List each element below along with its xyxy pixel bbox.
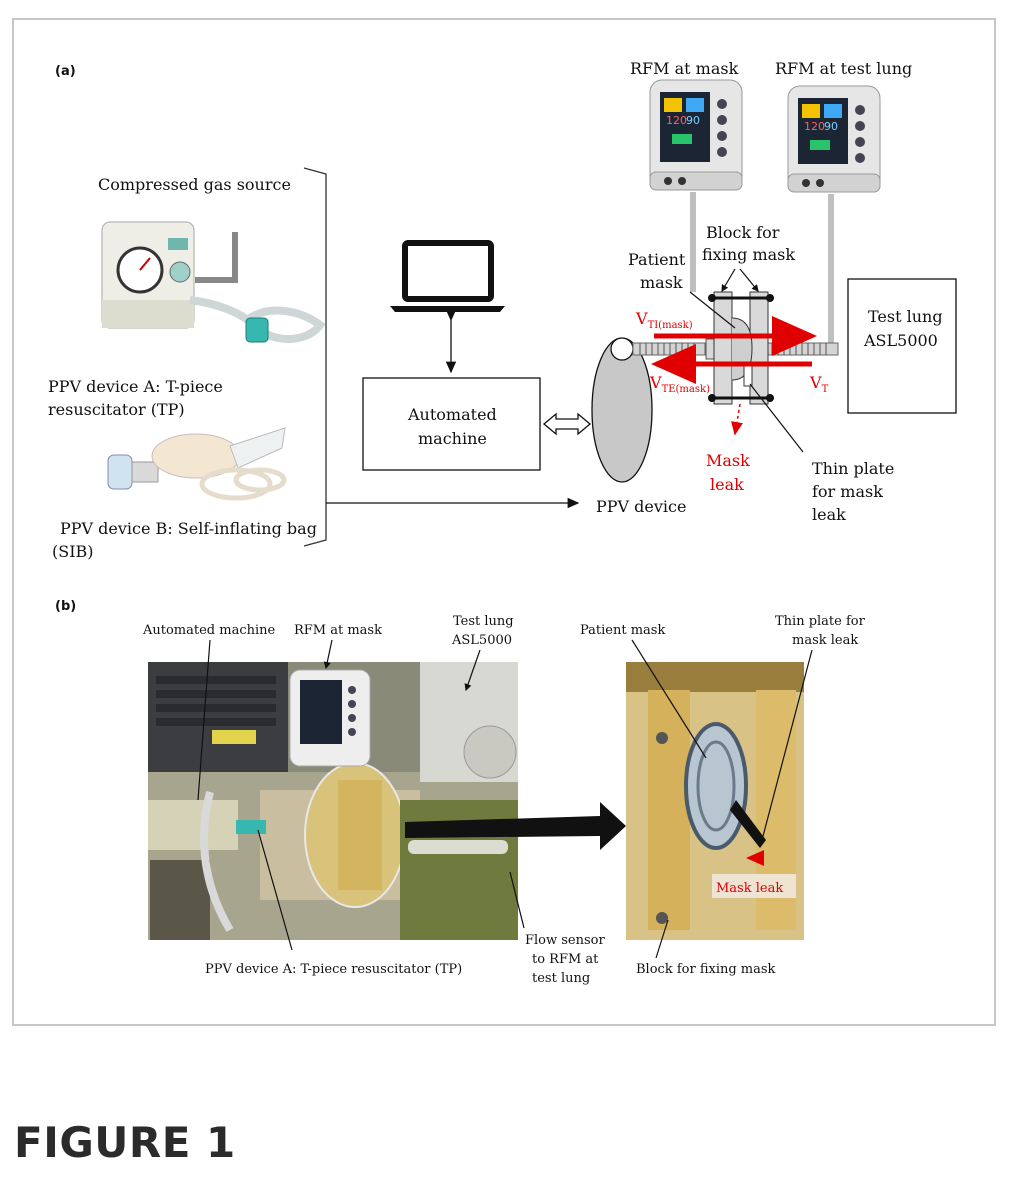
device-a-label-line2: resuscitator (TP) — [48, 400, 185, 419]
pointer-patient-mask — [631, 639, 707, 759]
rfm-mask-monitor: 120 90 — [649, 79, 743, 191]
vte-label: VTE(mask) — [649, 373, 710, 395]
pointer-rfm — [323, 639, 333, 670]
test-lung-label: Test lung — [868, 307, 943, 326]
automated-machine-box — [362, 377, 541, 471]
mask-leak-label: Mask — [706, 451, 750, 470]
pointer-automated — [197, 639, 211, 801]
ppv-device-label: PPV device — [596, 497, 686, 516]
ppv-connector — [610, 337, 634, 361]
mask-leak-arrow — [731, 403, 743, 436]
vt-label: VT — [809, 373, 829, 395]
test-lung-label-line2: ASL5000 — [863, 331, 938, 350]
vti-label: VTI(mask) — [635, 309, 693, 331]
gas-line — [195, 232, 238, 283]
thin-plate-label: Thin plate — [812, 459, 894, 478]
rfm-mask-photo-label: RFM at mask — [294, 623, 382, 638]
figure-frame — [12, 18, 996, 1026]
monitor-value: 90 — [824, 120, 838, 133]
block-pointer — [739, 268, 759, 292]
block-fixing-label: Block for — [706, 223, 780, 242]
flow-sensor-label-line2: to RFM at — [532, 952, 599, 967]
thin-plate-photo-label: Thin plate for — [775, 614, 866, 629]
block-pointer — [721, 268, 736, 293]
thin-plate-label-line3: leak — [812, 505, 846, 524]
block-fixing-label-line2: fixing mask — [702, 245, 795, 264]
mask-closeup-photo — [626, 662, 804, 940]
laptop-icon — [390, 240, 505, 312]
rfm-mask-label: RFM at mask — [630, 59, 739, 78]
patient-mask-photo-label: Patient mask — [580, 623, 665, 638]
test-lung-photo-label: Test lung — [453, 614, 514, 629]
test-lung-box — [847, 278, 957, 414]
figure-title: FIGURE 1 — [14, 1118, 236, 1167]
automated-machine-label: Automated — [407, 405, 497, 424]
monitor-value: 120 — [804, 120, 825, 133]
rfm-test-lung-label: RFM at test lung — [775, 59, 912, 78]
patient-mask-pointer — [689, 291, 736, 329]
device-b-label-line2: (SIB) — [52, 542, 94, 561]
automated-machine-photo-label: Automated machine — [142, 623, 276, 638]
patient-mask-label: Patient — [628, 250, 686, 269]
device-b-label: PPV device B: Self-inflating bag — [60, 519, 317, 538]
panel-a-label: (a) — [55, 64, 76, 79]
mask-fixing-block — [708, 291, 774, 405]
device-a-label: PPV device A: T-piece — [48, 377, 223, 396]
sensor-cable — [828, 194, 834, 344]
rfm-test-lung-monitor: 120 90 — [787, 85, 881, 193]
figure-illustration: (a) 120 90 120 90 RFM at mask RFM at tes… — [48, 59, 957, 986]
mask-leak-label-line2: leak — [710, 475, 744, 494]
pointer-thin-plate — [761, 649, 813, 841]
monitor-value: 90 — [686, 114, 700, 127]
pointer-flow-sensor — [509, 871, 525, 929]
monitor-value: 120 — [666, 114, 687, 127]
pointer-device-a — [257, 829, 293, 951]
thin-plate-label-line2: for mask — [812, 482, 883, 501]
sensor-cable — [690, 192, 696, 292]
device-a-photo-label: PPV device A: T-piece resuscitator (TP) — [205, 962, 462, 977]
block-fixing-photo-label: Block for fixing mask — [636, 962, 776, 977]
automated-machine-label-line2: machine — [418, 429, 487, 448]
panel-b-label: (b) — [55, 599, 76, 614]
test-lung-photo-label-line2: ASL5000 — [451, 633, 512, 648]
thin-plate-photo-label-line2: mask leak — [792, 633, 858, 648]
double-arrow — [542, 412, 592, 436]
compressed-gas-label: Compressed gas source — [98, 175, 291, 194]
patient-mask-label-line2: mask — [640, 273, 683, 292]
self-inflating-bag-image — [107, 427, 287, 501]
t-piece-resuscitator-image — [101, 221, 326, 344]
mask-leak-photo-label: Mask leak — [716, 881, 783, 896]
rfm-monitor-photo — [289, 669, 371, 767]
flow-sensor-label-line3: test lung — [532, 971, 590, 986]
pointer-test-lung — [464, 649, 481, 692]
zoom-arrow — [405, 802, 626, 850]
flow-sensor-label: Flow sensor — [525, 933, 605, 948]
pointer-block — [655, 919, 669, 959]
device-bracket — [303, 167, 327, 547]
thin-plate-pointer — [749, 383, 804, 453]
